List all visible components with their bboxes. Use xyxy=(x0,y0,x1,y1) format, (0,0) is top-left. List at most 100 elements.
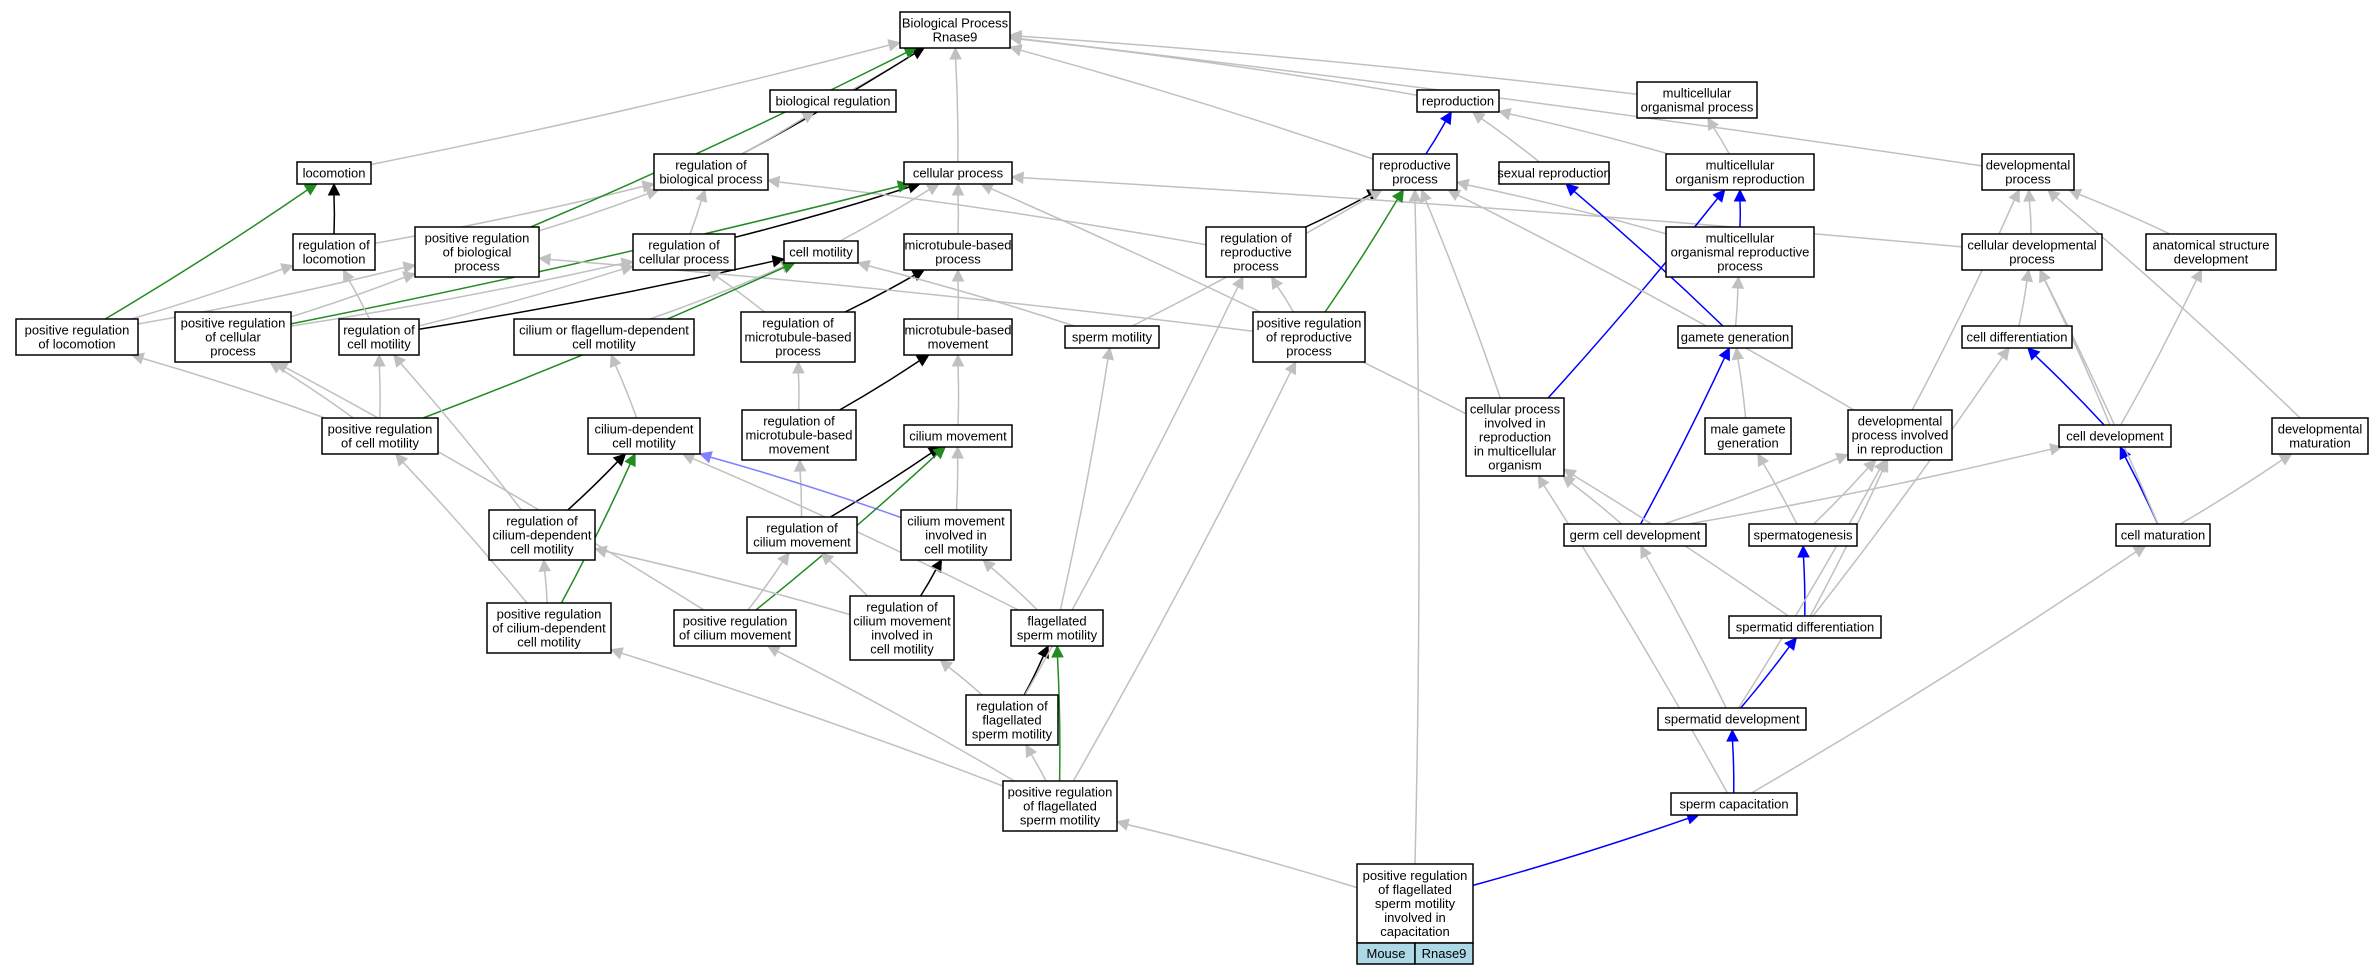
edge-line xyxy=(839,360,920,411)
edge-spermcap-to-cellmat xyxy=(1751,545,2147,794)
edge-line xyxy=(1573,190,1724,327)
edge-spermatiddev-to-germdev xyxy=(1640,545,1727,709)
go-term-germdev[interactable]: germ cell development xyxy=(1563,523,1707,547)
edge-line xyxy=(1414,200,1420,865)
edge-posregloco-to-posregbio xyxy=(137,261,417,325)
go-term-bioreg[interactable]: biological regulation xyxy=(769,89,897,113)
go-term-spermcap[interactable]: sperm capacitation xyxy=(1670,792,1798,816)
go-term-label: biological process xyxy=(659,172,763,187)
go-term-spermatiddiff[interactable]: spermatid differentiation xyxy=(1728,615,1882,639)
edge-line xyxy=(1425,121,1447,155)
go-term-box xyxy=(903,424,1013,448)
arrowhead xyxy=(951,445,964,459)
go-term-box xyxy=(292,233,376,271)
go-term-celldiff[interactable]: cell differentiation xyxy=(1961,325,2073,349)
edge-line xyxy=(2043,279,2111,426)
edge-spermmot-to-cellmot xyxy=(856,259,1075,327)
arrowhead xyxy=(1563,468,1578,481)
go-term-label: positive regulation xyxy=(181,316,286,331)
arrowhead xyxy=(609,353,622,369)
go-term-label: capacitation xyxy=(1380,924,1449,939)
arrowhead xyxy=(1008,32,1023,46)
edge-line xyxy=(1737,358,1747,419)
edge-line xyxy=(614,364,638,419)
go-term-cellmat[interactable]: cell maturation xyxy=(2115,523,2211,547)
edge-line xyxy=(716,275,765,313)
go-term-label: regulation of xyxy=(506,514,578,529)
edge-line xyxy=(1740,646,1791,709)
go-term-label: cell motility xyxy=(572,337,636,352)
arrowhead xyxy=(2047,189,2061,203)
arrowhead xyxy=(2039,268,2051,284)
go-term-box xyxy=(741,409,857,461)
edge-cellprocrepro-to-cellproc xyxy=(980,183,1467,415)
edge-line xyxy=(1663,457,1838,525)
arrowhead xyxy=(2132,545,2147,558)
go-term-box xyxy=(1002,780,1118,832)
go-term-sexrepro[interactable]: sexual reproduction xyxy=(1497,161,1611,185)
go-term-label: involved in xyxy=(1484,416,1545,431)
edge-multirepro-to-repro xyxy=(1497,108,1669,155)
go-term-cellproc[interactable]: cellular process xyxy=(903,161,1013,185)
go-term-label: cilium-dependent xyxy=(492,528,591,543)
go-term-cellmot[interactable]: cell motility xyxy=(783,240,859,264)
go-term-label: cell motility xyxy=(789,245,853,260)
go-term-label: process xyxy=(454,259,500,274)
go-term-spermatiddev[interactable]: spermatid development xyxy=(1657,707,1807,731)
go-term-celldev[interactable]: cell development xyxy=(2058,424,2172,448)
go-term-gametegen[interactable]: gamete generation xyxy=(1677,325,1793,349)
go-term-loco[interactable]: locomotion xyxy=(296,161,372,185)
go-term-ciliummove[interactable]: cilium movement xyxy=(903,424,1013,448)
edge-posregrepro-to-regrepro xyxy=(1271,276,1295,313)
edge-line xyxy=(1802,556,1806,617)
go-term-label: multicellular xyxy=(1706,231,1775,246)
go-term-label: of cellular xyxy=(205,330,261,345)
arrowhead xyxy=(1707,117,1720,132)
arrowhead xyxy=(793,458,807,472)
arrowhead xyxy=(402,261,417,274)
edge-celldevproc-to-cellproc xyxy=(1010,171,1963,248)
go-term-repro[interactable]: reproduction xyxy=(1416,89,1500,113)
arrowhead xyxy=(1232,276,1244,291)
go-term-spermato[interactable]: spermatogenesis xyxy=(1748,523,1858,547)
go-term-spermmot[interactable]: sperm motility xyxy=(1064,325,1160,349)
